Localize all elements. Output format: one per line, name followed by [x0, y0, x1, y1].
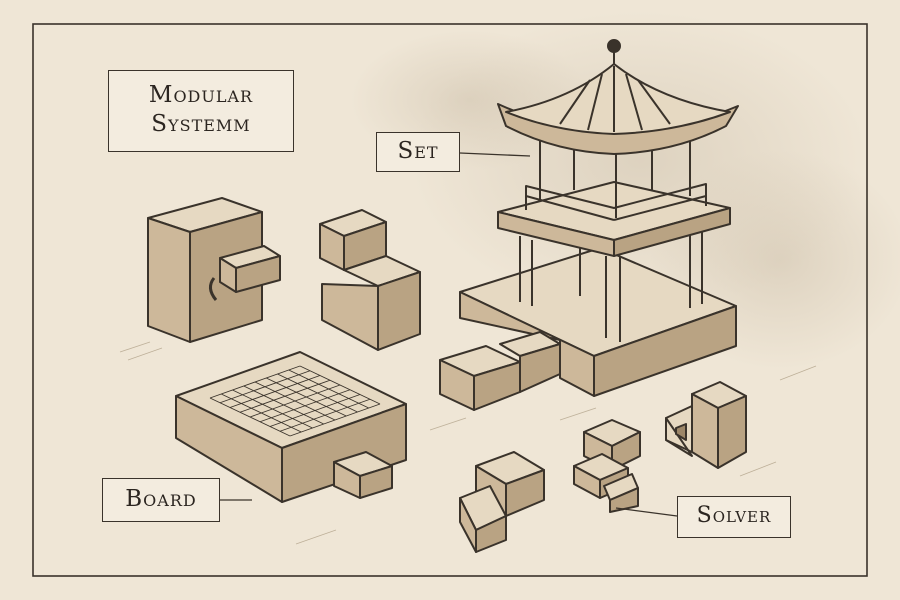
title-line-1: Modular [148, 82, 254, 108]
grid-line [299, 365, 381, 405]
leader-lines [220, 152, 678, 517]
set-label: Set [376, 132, 460, 172]
puzzle-piece-block-c [147, 197, 281, 343]
grid-line [266, 377, 347, 417]
ground-hatching [119, 341, 817, 545]
title-line-2: Systemm [151, 111, 251, 137]
grid-line [288, 369, 369, 409]
solver-label: Solver [677, 496, 791, 538]
grid-line [259, 389, 351, 423]
grid-line [269, 394, 361, 427]
grid-line [279, 398, 371, 432]
pagoda-set-model [439, 39, 739, 411]
board-grid [175, 351, 407, 503]
grid-line [277, 373, 358, 413]
board-label: Board [102, 478, 220, 522]
title-label: Modular Systemm [108, 70, 294, 152]
drawing-frame [32, 23, 868, 577]
puzzle-piece-zigzag [319, 209, 421, 351]
grid-line [289, 403, 381, 437]
solver-pieces [459, 381, 747, 553]
grid-line [249, 384, 341, 418]
